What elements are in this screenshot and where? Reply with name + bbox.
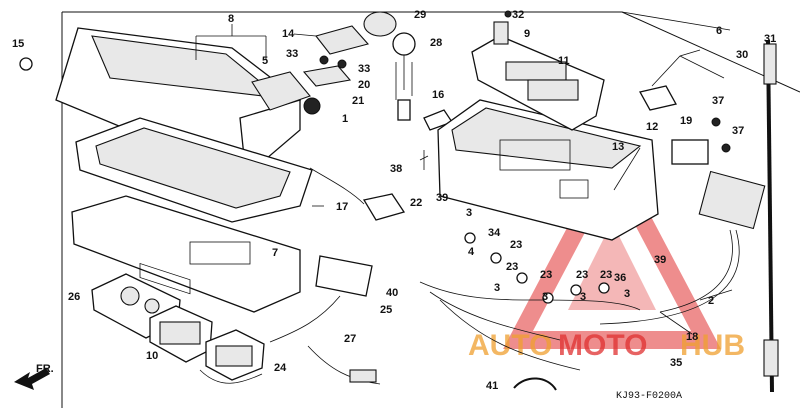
callout-39b: 39 xyxy=(654,254,666,266)
callout-25: 25 xyxy=(380,304,392,316)
callout-21: 21 xyxy=(352,95,364,107)
part-41-clamp xyxy=(513,377,557,391)
part-27-harness xyxy=(307,345,381,385)
callout-39a: 39 xyxy=(436,192,448,204)
callout-23a: 23 xyxy=(510,239,522,251)
bulb-harness xyxy=(419,232,641,371)
callouts: 15 8 5 14 33 33 20 21 1 29 28 32 9 6 31 … xyxy=(12,9,776,402)
callout-13: 13 xyxy=(612,141,624,153)
part-9-knob xyxy=(493,21,509,45)
callout-33b: 33 xyxy=(358,63,370,75)
callout-3e: 3 xyxy=(624,288,630,300)
diagram-code: KJ93-F0200A xyxy=(616,391,682,402)
watermark-hub: HUB xyxy=(680,329,745,362)
callout-38: 38 xyxy=(390,163,402,175)
part-33-screws xyxy=(319,55,347,69)
part-2-harness xyxy=(599,170,766,325)
part-10-housing xyxy=(149,305,213,363)
callout-23b: 23 xyxy=(506,261,518,273)
part-24-unit xyxy=(199,329,265,384)
callout-8: 8 xyxy=(228,13,234,25)
callout-26: 26 xyxy=(68,291,80,303)
callout-19: 19 xyxy=(680,115,692,127)
callout-15: 15 xyxy=(12,38,24,50)
callout-37a: 37 xyxy=(712,95,724,107)
front-direction-arrow: FR. xyxy=(14,363,54,390)
callout-3c: 3 xyxy=(542,291,548,303)
part-21-cap xyxy=(303,97,321,115)
callout-20: 20 xyxy=(358,79,370,91)
part-22-relay xyxy=(309,167,406,221)
callout-41: 41 xyxy=(486,380,498,392)
callout-36: 36 xyxy=(614,272,626,284)
callout-4: 4 xyxy=(468,246,475,258)
part-11-board xyxy=(471,35,605,131)
part-31-cable xyxy=(763,39,779,393)
callout-37b: 37 xyxy=(732,125,744,137)
callout-11: 11 xyxy=(558,55,570,67)
part-5-holder xyxy=(251,71,311,111)
callout-23e: 23 xyxy=(600,269,612,281)
watermark: AUTO MOTO HUB xyxy=(468,142,745,362)
callout-24: 24 xyxy=(274,362,287,374)
front-label: FR. xyxy=(36,363,54,375)
callout-16: 16 xyxy=(432,89,444,101)
callout-28: 28 xyxy=(430,37,442,49)
callout-32: 32 xyxy=(512,9,524,21)
part-29-boot xyxy=(363,11,397,37)
leader-lines xyxy=(195,11,733,335)
callout-35: 35 xyxy=(670,357,682,369)
part-37-screws xyxy=(711,117,731,153)
callout-10: 10 xyxy=(146,350,158,362)
callout-18: 18 xyxy=(686,331,698,343)
part-7-plate xyxy=(71,195,301,313)
part-8-visor xyxy=(55,27,302,178)
callout-12: 12 xyxy=(646,121,658,133)
part-28-socket xyxy=(392,32,416,121)
watermark-auto: AUTO xyxy=(468,329,552,362)
callout-40: 40 xyxy=(386,287,398,299)
part-13-case xyxy=(437,99,659,241)
part-15-grommet xyxy=(19,57,33,71)
callout-7: 7 xyxy=(272,247,278,259)
callout-14: 14 xyxy=(282,28,295,40)
callout-17: 17 xyxy=(336,201,348,213)
part-32-screw xyxy=(504,10,512,18)
callout-23c: 23 xyxy=(540,269,552,281)
callout-3a: 3 xyxy=(466,207,472,219)
callout-29: 29 xyxy=(414,9,426,21)
watermark-moto: MOTO xyxy=(558,329,647,362)
part-20-bracket xyxy=(302,65,352,87)
part-17-panel xyxy=(75,117,313,223)
callout-23d: 23 xyxy=(576,269,588,281)
callout-31: 31 xyxy=(764,33,776,45)
callout-34: 34 xyxy=(488,227,501,239)
part-38-screw xyxy=(419,150,429,170)
part-12-sensor xyxy=(639,49,725,111)
callout-2: 2 xyxy=(708,295,714,307)
callout-9: 9 xyxy=(524,28,530,40)
part-14-holder xyxy=(315,25,370,55)
connector-harness xyxy=(269,255,373,343)
callout-6: 6 xyxy=(716,25,722,37)
callout-3b: 3 xyxy=(494,282,500,294)
callout-30: 30 xyxy=(736,49,748,61)
callout-33a: 33 xyxy=(286,48,298,60)
callout-1: 1 xyxy=(342,113,348,125)
part-19-regulator xyxy=(671,139,709,165)
callout-3d: 3 xyxy=(580,291,586,303)
callout-5: 5 xyxy=(262,55,268,67)
callout-22: 22 xyxy=(410,197,422,209)
callout-27: 27 xyxy=(344,333,356,345)
